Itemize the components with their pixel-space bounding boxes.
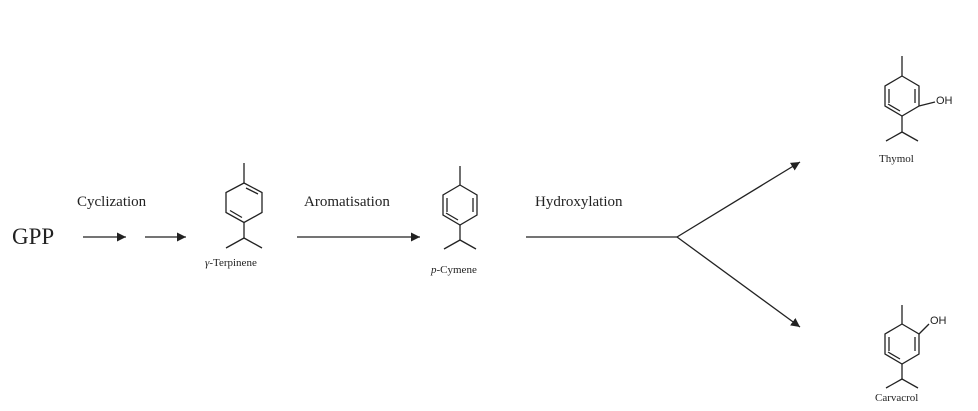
arrow-to-carvacrol <box>676 236 801 328</box>
terpinene-name: -Terpinene <box>209 257 257 269</box>
gpp-label: GPP <box>12 224 55 249</box>
thymol-hydroxyl: OH <box>936 95 953 107</box>
cymene-structure <box>442 166 478 250</box>
aromatisation-label: Aromatisation <box>304 194 390 210</box>
thymol-label: Thymol <box>879 153 914 165</box>
carvacrol-label: Carvacrol <box>875 392 919 404</box>
thymol-structure <box>884 56 936 142</box>
terpinene-prefix: γ <box>205 257 210 269</box>
cymene-label: p-Cymene <box>431 264 477 276</box>
cyclization-label: Cyclization <box>77 194 147 210</box>
carvacrol-structure <box>884 305 930 389</box>
hydroxylation-label: Hydroxylation <box>535 194 623 210</box>
carvacrol-hydroxyl: OH <box>930 315 947 327</box>
cymene-prefix: p <box>431 264 437 276</box>
arrow-to-thymol <box>676 161 801 238</box>
terpinene-structure <box>225 163 263 249</box>
cymene-name: -Cymene <box>436 264 477 276</box>
terpinene-label: γ-Terpinene <box>205 257 257 269</box>
